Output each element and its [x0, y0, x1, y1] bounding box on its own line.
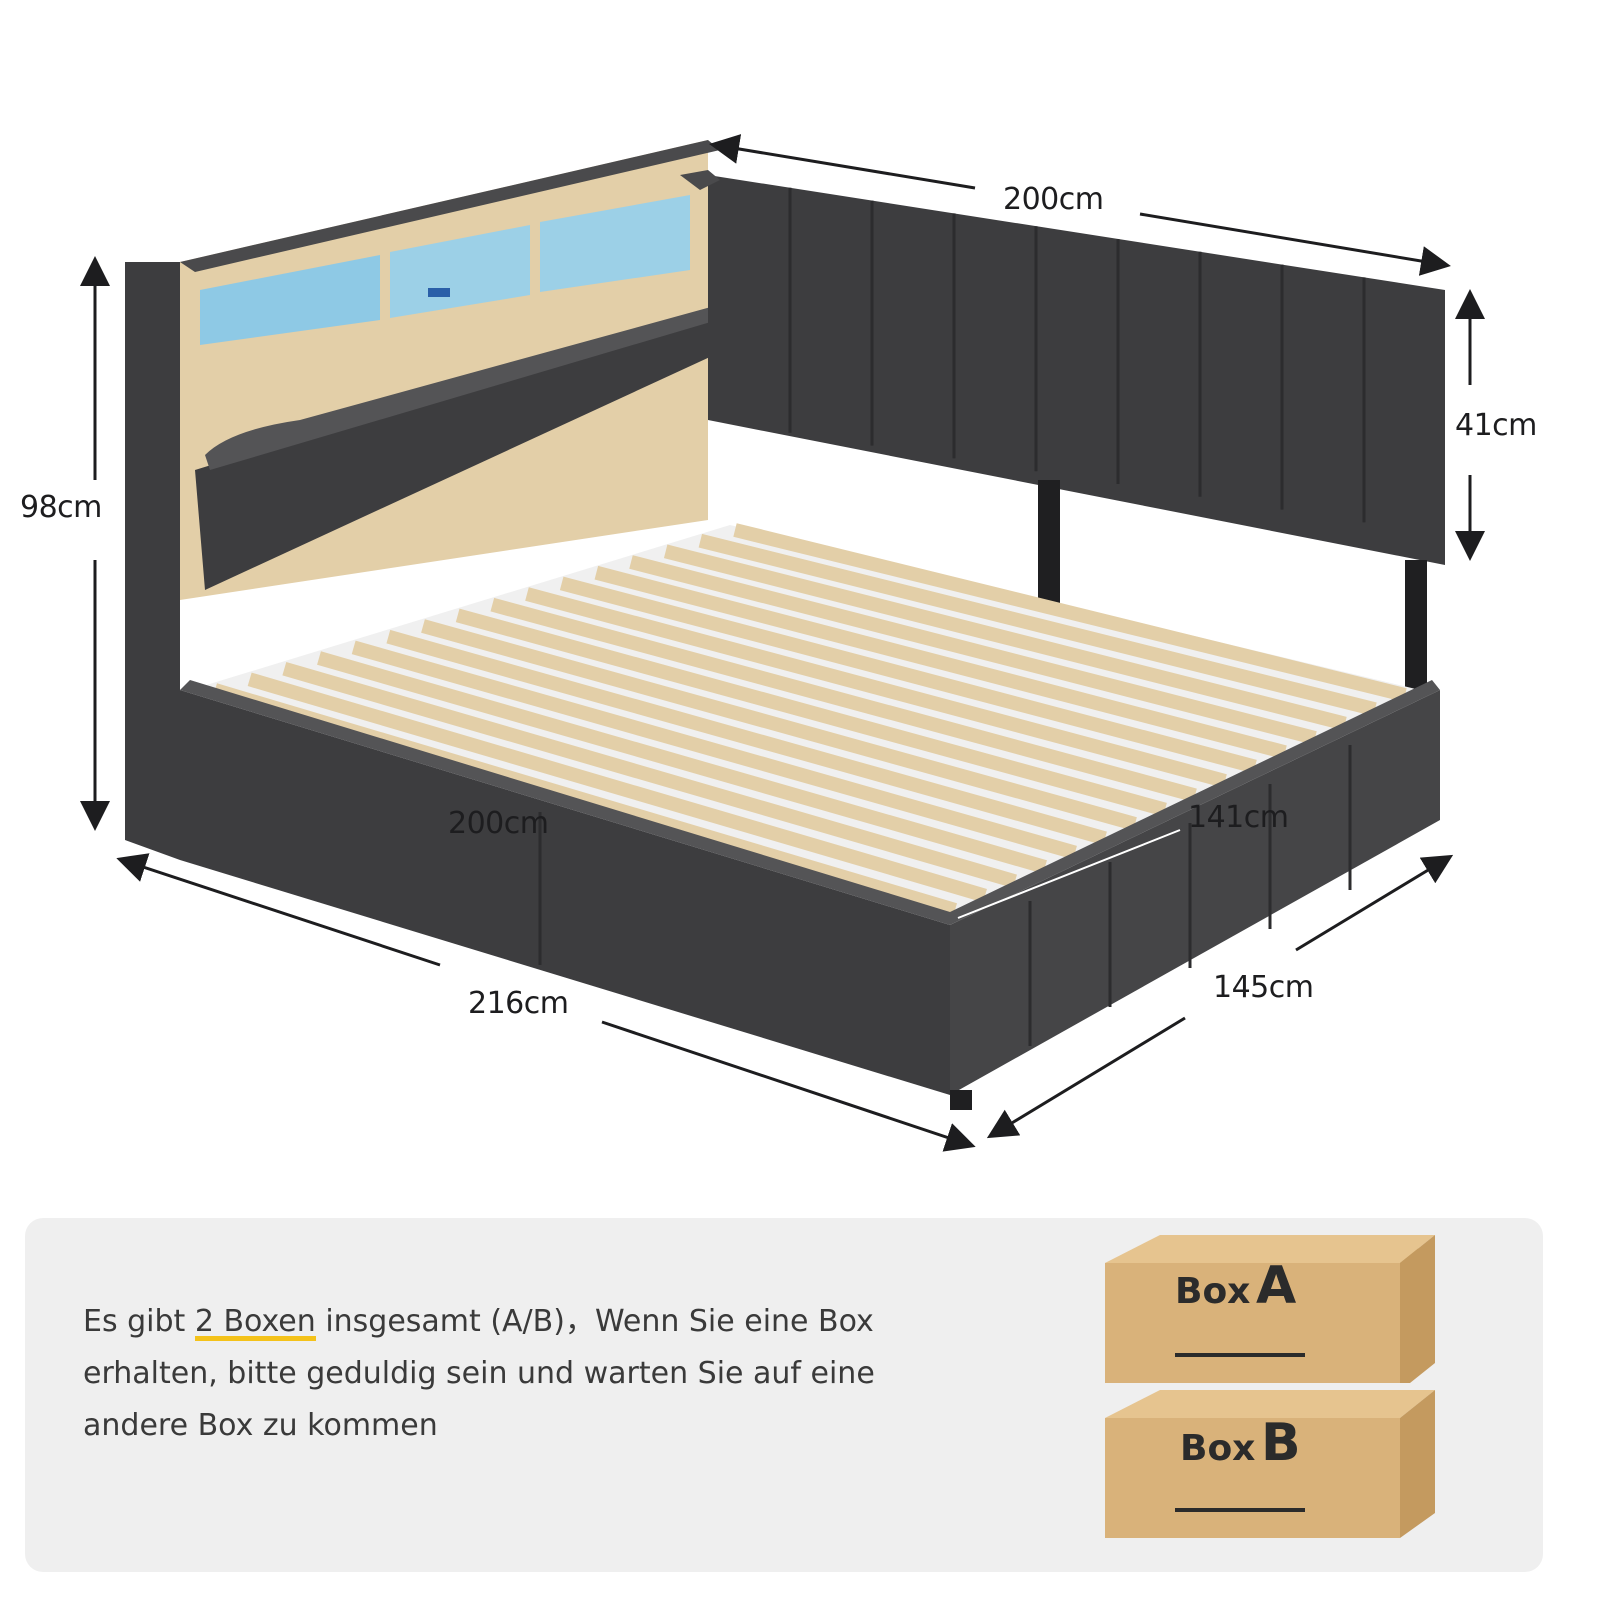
bed-base [180, 680, 1440, 1110]
dim-inner-width: 141cm [1188, 800, 1289, 835]
info-rest: insgesamt (A/B)，Wenn Sie eine Box erhalt… [83, 1304, 875, 1443]
dim-outer-length: 216cm [468, 986, 569, 1021]
info-panel: Es gibt 2 Boxen insgesamt (A/B)，Wenn Sie… [25, 1218, 1543, 1572]
slat [247, 672, 987, 903]
box-b-label: Box B [1180, 1413, 1301, 1473]
slat [733, 523, 1407, 702]
left-headboard [125, 140, 790, 860]
slat [282, 661, 1017, 889]
bed-illustration [80, 134, 1485, 1152]
slat [455, 608, 1167, 817]
dim-outer-width: 145cm [1213, 970, 1314, 1005]
slat [698, 533, 1377, 717]
box-b-icon [1105, 1390, 1435, 1538]
slat [490, 597, 1197, 803]
dim-total-height: 98cm [20, 490, 102, 525]
dimension-lines [80, 134, 1485, 1152]
slat [663, 544, 1347, 731]
info-highlight: 2 Boxen [194, 1304, 316, 1341]
slat-frame [190, 523, 1420, 923]
slat [351, 640, 1077, 860]
dim-inner-length: 200cm [448, 806, 549, 841]
slat [629, 555, 1317, 745]
dim-headboard-height: 41cm [1455, 408, 1537, 443]
slat [386, 629, 1107, 846]
dim-headboard-length: 200cm [1003, 182, 1104, 217]
slat [317, 651, 1047, 874]
slat [594, 565, 1287, 760]
box-a-icon [1105, 1235, 1435, 1383]
box-a-label: Box A [1175, 1256, 1297, 1316]
slat [421, 619, 1137, 831]
slat [525, 587, 1227, 788]
info-prefix: Es gibt [83, 1304, 195, 1339]
info-text: Es gibt 2 Boxen insgesamt (A/B)，Wenn Sie… [83, 1296, 983, 1452]
slat [559, 576, 1257, 774]
